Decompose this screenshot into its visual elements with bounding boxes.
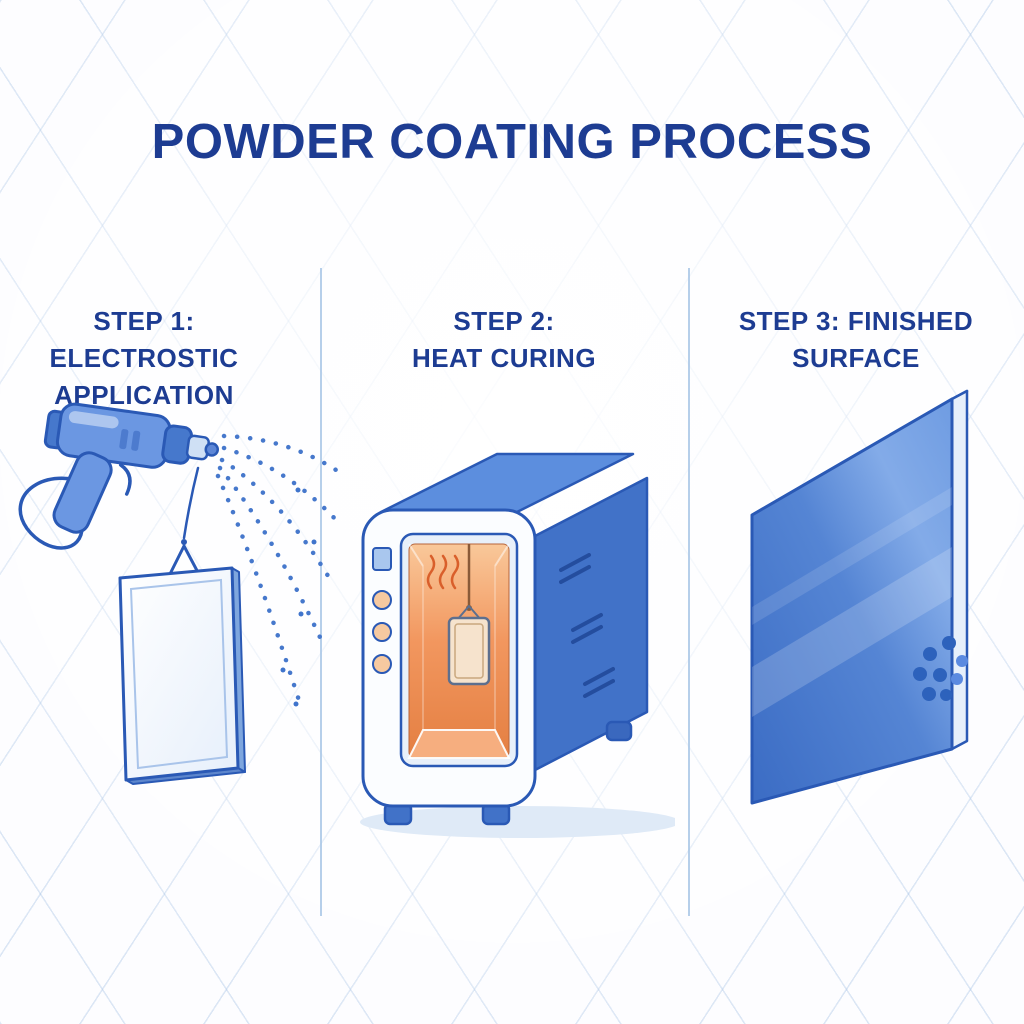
hanging-hook-icon bbox=[164, 466, 204, 584]
step-2-heading-line2: HEAT CURING bbox=[411, 343, 597, 373]
step-divider-1 bbox=[320, 268, 322, 916]
oven-knob-1 bbox=[372, 590, 392, 610]
heat-waves-icon bbox=[426, 554, 460, 590]
step-divider-2 bbox=[688, 268, 690, 916]
spray-gun-illustration bbox=[18, 402, 340, 785]
step-2-heading-line1: STEP 2: bbox=[453, 306, 555, 336]
step-3-heading-line2: SURFACE bbox=[792, 343, 920, 373]
oven-side-face bbox=[533, 476, 649, 772]
step-3-heading: STEP 3: FINISHED SURFACE bbox=[696, 303, 1016, 377]
step-2-heading: STEP 2: HEAT CURING bbox=[345, 303, 663, 377]
powder-texture-dots bbox=[913, 636, 968, 701]
step-3-heading-line1: STEP 3: FINISHED bbox=[738, 306, 974, 336]
oven-side-vents bbox=[559, 553, 615, 698]
oven-controls bbox=[372, 547, 392, 674]
finished-panel-illustration bbox=[750, 389, 969, 805]
panel-sheen bbox=[752, 487, 952, 717]
spray-gun-icon bbox=[18, 402, 220, 550]
page-title: POWDER COATING PROCESS bbox=[151, 115, 873, 169]
oven-display bbox=[372, 547, 392, 571]
oven-knob-3 bbox=[372, 654, 392, 674]
step-1-heading-line1: STEP 1: ELECTROSTIC bbox=[49, 306, 239, 373]
oven-shadow bbox=[360, 806, 675, 838]
cured-panel bbox=[447, 544, 491, 686]
finished-panel bbox=[750, 389, 969, 805]
step-1-heading: STEP 1: ELECTROSTIC APPLICATION bbox=[0, 303, 288, 414]
curing-oven-illustration bbox=[360, 452, 675, 838]
oven-top-face bbox=[379, 452, 635, 514]
oven-knob-2 bbox=[372, 622, 392, 642]
powder-spray-particles bbox=[215, 433, 340, 713]
workpiece-panel bbox=[118, 566, 246, 785]
